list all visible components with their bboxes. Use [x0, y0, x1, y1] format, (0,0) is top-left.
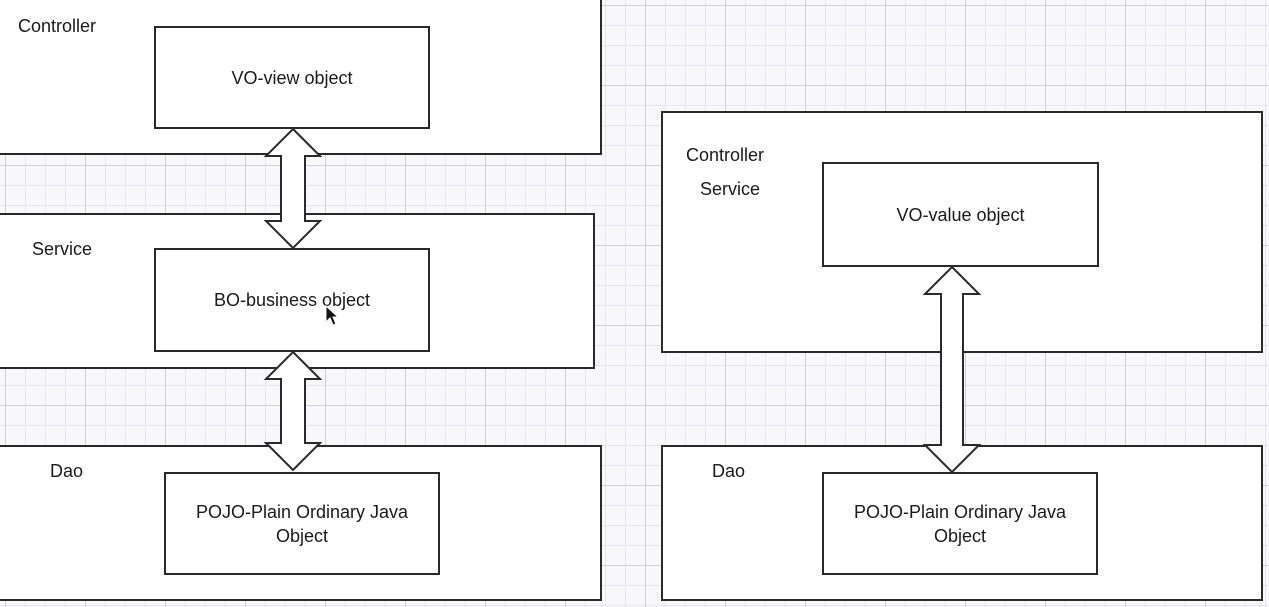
- left-controller-label: Controller: [18, 16, 97, 36]
- left-bo-business-object-box[interactable]: BO-business object: [154, 248, 430, 352]
- mouse-pointer-icon: [325, 305, 339, 326]
- left-bo-business-object-text: BO-business object: [213, 290, 371, 310]
- left-service-label: Service: [32, 239, 93, 259]
- right-pojo-object-text: POJO-Plain Ordinary Java Object: [853, 501, 1067, 546]
- left-vo-view-object-box[interactable]: VO-view object: [154, 26, 430, 129]
- right-vo-value-object-text: VO-value object: [896, 204, 1025, 225]
- left-dao-label: Dao: [50, 461, 84, 481]
- right-vo-value-object-box[interactable]: VO-value object: [822, 162, 1099, 267]
- left-pojo-object-box[interactable]: POJO-Plain Ordinary Java Object: [164, 472, 440, 575]
- right-dao-label: Dao: [712, 461, 746, 481]
- right-pojo-object-box[interactable]: POJO-Plain Ordinary Java Object: [822, 472, 1098, 575]
- right-controller-label: Controller: [686, 145, 765, 165]
- right-service-label: Service: [700, 179, 761, 199]
- left-pojo-object-text: POJO-Plain Ordinary Java Object: [195, 501, 409, 546]
- left-vo-view-object-text: VO-view object: [231, 67, 353, 88]
